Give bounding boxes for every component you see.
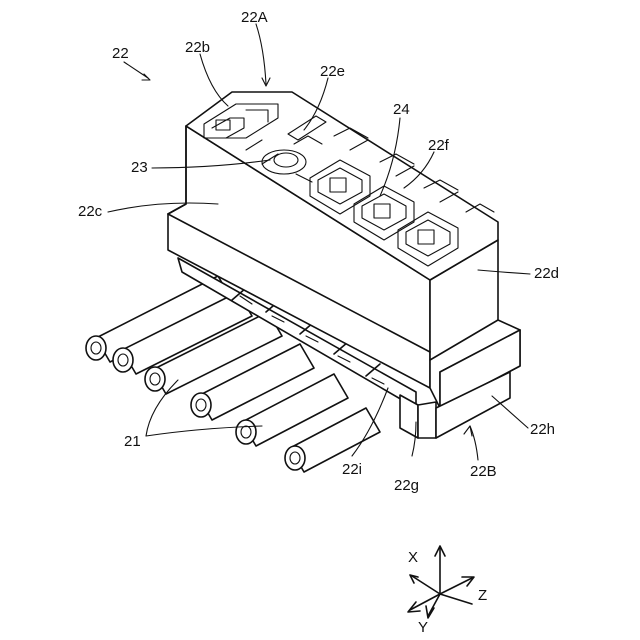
label-bottom-g: 22g [394,477,419,494]
label-top-end: 22A [241,9,268,26]
label-side-d: 22d [534,265,559,282]
label-flange-h: 22h [530,421,555,438]
label-bottom-end: 22B [470,463,497,480]
label-top-b: 22b [185,39,210,56]
label-wires: 21 [124,433,141,450]
axis-indicator: X Z Y [408,546,487,636]
axis-x-label: X [408,549,418,566]
axis-z-label: Z [478,587,487,604]
label-top-e: 22e [320,63,345,80]
label-bottom-i: 22i [342,461,362,478]
label-side-c: 22c [78,203,103,220]
label-bump: 23 [131,159,148,176]
label-terminal-cavity: 24 [393,101,410,118]
label-top-f: 22f [428,137,450,154]
axis-y-label: Y [418,619,428,636]
label-connector: 22 [112,45,129,62]
